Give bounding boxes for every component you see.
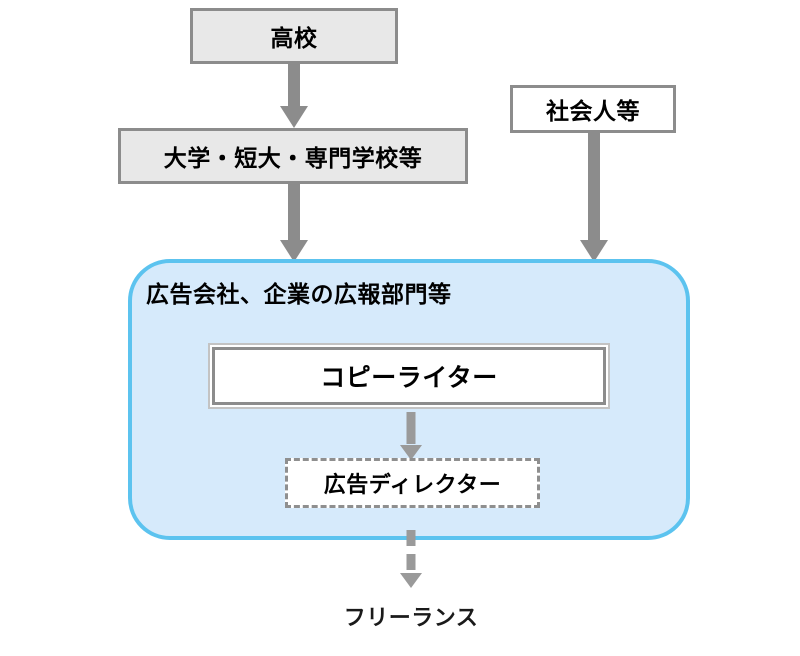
arrow-shaft-dashed (406, 412, 416, 444)
arrow-shaft (588, 133, 600, 242)
arrow-head (280, 240, 308, 262)
arrow-shaft-dashed (406, 530, 416, 570)
container-label: 広告会社、企業の広報部門等 (146, 282, 452, 308)
node-copywriter-inner: コピーライター (212, 347, 606, 405)
arrow-working-adults-to-company (578, 133, 610, 262)
arrow-head (580, 240, 608, 262)
node-copywriter: コピーライター (208, 343, 610, 409)
arrow-university-to-company (278, 184, 310, 262)
arrow-copywriter-to-ad-director (399, 412, 423, 460)
node-working-adults: 社会人等 (510, 85, 676, 133)
node-ad-director: 広告ディレクター (285, 458, 540, 508)
node-high-school: 高校 (190, 8, 398, 64)
arrow-high-school-to-university (278, 64, 310, 128)
node-freelance: フリーランス (343, 606, 479, 631)
arrow-shaft (288, 184, 300, 242)
arrow-shaft (288, 64, 300, 108)
arrow-head (400, 445, 422, 460)
arrow-ad-director-to-freelance (399, 530, 423, 588)
arrow-head (400, 573, 422, 588)
arrow-head (280, 106, 308, 128)
node-university: 大学・短大・専門学校等 (118, 128, 468, 184)
